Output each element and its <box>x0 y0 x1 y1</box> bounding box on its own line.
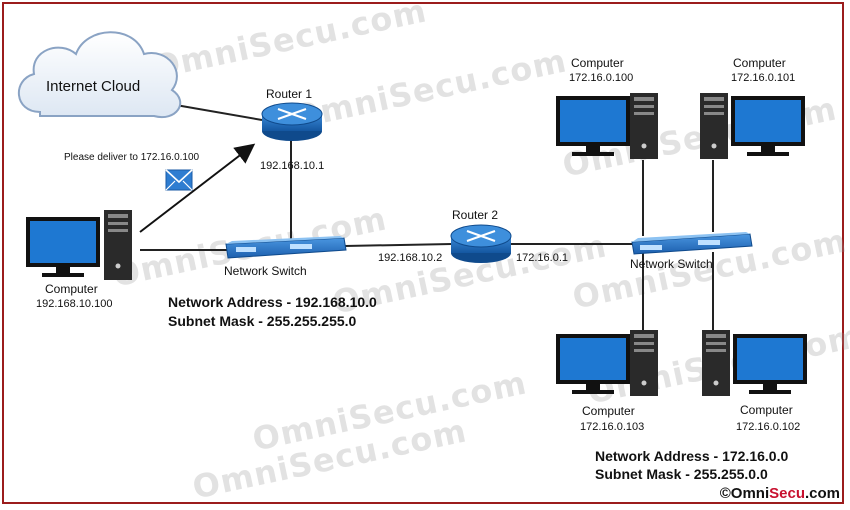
computer-label: Computer <box>740 403 793 417</box>
computer-ip: 172.16.0.103 <box>580 421 645 433</box>
cloud-label: Internet Cloud <box>46 78 141 95</box>
router1-ip: 192.168.10.1 <box>260 160 325 172</box>
switch-icon <box>225 236 347 259</box>
router2-ip-left: 192.168.10.2 <box>378 252 443 264</box>
brand-logo: ©OmniSecu.com <box>719 485 840 502</box>
router2-ip-right: 172.16.0.1 <box>516 252 568 264</box>
computer-label: Computer <box>733 56 786 70</box>
subnet-mask: Subnet Mask - 255.255.0.0 <box>595 466 768 482</box>
router-icon <box>450 224 512 263</box>
message-arrow <box>139 143 256 233</box>
network-address: Network Address - 192.168.10.0 <box>168 294 377 310</box>
computer-ip: 172.16.0.100 <box>569 72 634 84</box>
switch-label: Network Switch <box>224 264 307 278</box>
subnet-mask: Subnet Mask - 255.255.255.0 <box>168 313 357 329</box>
computer-icon <box>26 210 132 280</box>
link-cloud-router1 <box>169 103 263 121</box>
computer-ip: 172.16.0.101 <box>731 72 796 84</box>
message-text: Please deliver to 172.16.0.100 <box>64 152 200 163</box>
computer-label: Computer <box>571 56 624 70</box>
cloud-icon <box>17 31 182 119</box>
network-address: Network Address - 172.16.0.0 <box>595 448 789 464</box>
computer-icon <box>556 93 658 159</box>
computer-ip: 172.16.0.102 <box>736 421 801 433</box>
links <box>140 103 714 330</box>
switch-label: Network Switch <box>630 257 713 271</box>
router-icon <box>261 102 323 141</box>
computer-label: Computer <box>582 404 635 418</box>
switch-icon <box>631 232 753 255</box>
computer-icon <box>700 93 805 159</box>
computer-ip: 192.168.10.100 <box>36 298 113 310</box>
computer-label: Computer <box>45 282 98 296</box>
envelope-icon <box>165 169 193 191</box>
computer-icon <box>702 330 807 396</box>
router1-label: Router 1 <box>266 87 313 101</box>
computer-icon <box>556 330 658 396</box>
router2-label: Router 2 <box>452 208 499 222</box>
link-switch-router2 <box>344 243 453 247</box>
